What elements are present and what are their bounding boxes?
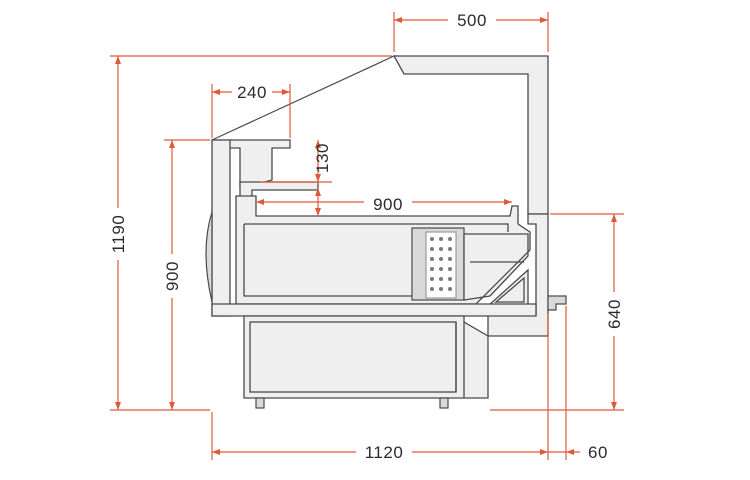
base-cabinet bbox=[243, 315, 489, 399]
dimension-arrows bbox=[115, 17, 617, 455]
rear-handle bbox=[547, 295, 567, 311]
fan-grille-hole bbox=[430, 247, 434, 251]
fan-grille-hole bbox=[448, 287, 452, 291]
fan-grille-hole bbox=[448, 277, 452, 281]
label-base-depth: 1120 bbox=[365, 443, 404, 462]
fan-grille-hole bbox=[448, 237, 452, 241]
fan-grille-hole bbox=[430, 277, 434, 281]
cabinet-outline bbox=[205, 55, 567, 409]
label-top-depth: 500 bbox=[457, 11, 487, 30]
front-foot bbox=[255, 397, 265, 409]
front-column bbox=[211, 139, 231, 317]
label-rear-offset: 60 bbox=[588, 443, 608, 462]
label-total-height: 1190 bbox=[109, 215, 128, 254]
label-work-height: 640 bbox=[605, 299, 624, 329]
rear-duct-slope bbox=[470, 251, 529, 301]
fan-grille-hole bbox=[448, 257, 452, 261]
fan-grille-hole bbox=[439, 287, 443, 291]
fan-grille-hole bbox=[439, 237, 443, 241]
fan-grille bbox=[425, 231, 457, 299]
fan-grille-hole bbox=[430, 237, 434, 241]
fan-grille-hole bbox=[439, 267, 443, 271]
fan-grille-hole bbox=[439, 277, 443, 281]
rear-brace-inner bbox=[494, 276, 525, 303]
fan-grille-hole bbox=[430, 287, 434, 291]
front-bumper bbox=[205, 211, 213, 303]
label-shelf-height: 130 bbox=[313, 143, 332, 173]
label-shelf-depth: 240 bbox=[237, 83, 267, 102]
canopy bbox=[392, 55, 549, 215]
label-counter-height: 900 bbox=[163, 261, 182, 291]
fan-grille-hole bbox=[430, 257, 434, 261]
fan-grille-hole bbox=[430, 267, 434, 271]
fan-grille-hole bbox=[439, 247, 443, 251]
fan-grille-hole bbox=[448, 247, 452, 251]
dimension-labels: 500 240 130 900 1190 900 640 1120 60 bbox=[106, 8, 626, 462]
fan-grille-hole bbox=[448, 267, 452, 271]
deck bbox=[211, 303, 537, 317]
rear-foot bbox=[439, 397, 449, 409]
tray-inner-wall bbox=[243, 223, 509, 297]
base-step bbox=[455, 322, 465, 398]
fan-grille-hole bbox=[439, 257, 443, 261]
rear-duct bbox=[463, 233, 529, 301]
label-inner-depth: 900 bbox=[373, 195, 403, 214]
